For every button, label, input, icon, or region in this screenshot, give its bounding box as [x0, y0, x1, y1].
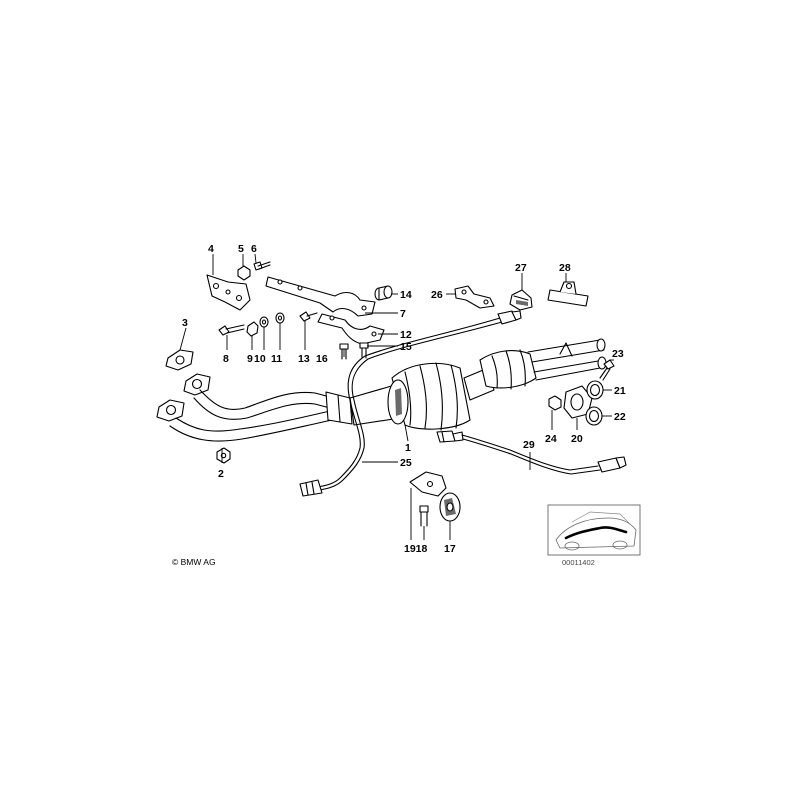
part-12-clamp[interactable] — [317, 313, 385, 345]
callout-28: 28 — [559, 262, 571, 274]
exhaust-location-highlight — [564, 526, 628, 540]
callout-6: 6 — [251, 243, 257, 255]
part-1-catalytic-converter[interactable] — [349, 338, 607, 431]
part-13-bolt[interactable] — [299, 311, 318, 322]
callout-9: 9 — [247, 353, 253, 365]
part-15-screw[interactable] — [359, 342, 369, 359]
part-14-sleeve[interactable] — [374, 285, 393, 301]
callout-29: 29 — [523, 439, 535, 451]
callout-23: 23 — [612, 348, 624, 360]
part-7-bracket-strap[interactable] — [265, 276, 376, 317]
part-4-bracket[interactable] — [206, 274, 251, 311]
part-18-holder[interactable] — [409, 471, 447, 497]
part-10-washer[interactable] — [259, 316, 269, 328]
vehicle-location-thumbnail — [547, 504, 641, 556]
callout-numbers: 4 5 6 3 2 8 9 10 11 13 16 14 7 12 15 1 2… — [182, 243, 626, 555]
part-23-bolt[interactable] — [599, 359, 615, 381]
callout-1918: 1918 — [404, 543, 428, 555]
copyright-label: © BMW AG — [172, 557, 216, 567]
part-8-bolt[interactable] — [218, 324, 245, 336]
part-16-screw[interactable] — [339, 343, 349, 360]
callout-1: 1 — [405, 442, 411, 454]
callout-22: 22 — [614, 411, 626, 423]
callout-11: 11 — [271, 353, 282, 365]
callout-2: 2 — [218, 468, 224, 480]
callout-16: 16 — [316, 353, 328, 365]
part-22-ring[interactable] — [585, 406, 603, 426]
part-29-oxygen-sensor-rear[interactable] — [436, 430, 627, 475]
part-27-rubber-mount[interactable] — [509, 289, 533, 311]
callout-20: 20 — [571, 433, 583, 445]
part-17-rubber-mount[interactable] — [439, 492, 461, 522]
callout-12: 12 — [400, 329, 412, 341]
part-5-washer[interactable] — [237, 265, 251, 281]
leader-lines — [179, 253, 614, 540]
callout-13: 13 — [298, 353, 310, 365]
part-24-nut[interactable] — [548, 395, 562, 411]
callout-26: 26 — [431, 289, 443, 301]
part-28-hanger[interactable] — [547, 281, 589, 307]
part-front-pipe[interactable] — [156, 373, 353, 442]
part-25-oxygen-sensor-front[interactable] — [299, 310, 522, 497]
diagram-id-label: 00011402 — [562, 558, 595, 567]
callout-15: 15 — [400, 341, 412, 353]
part-6-bolt[interactable] — [253, 261, 271, 271]
callout-25: 25 — [400, 457, 412, 469]
callout-4: 4 — [208, 243, 214, 255]
callout-3: 3 — [182, 317, 188, 329]
callout-10: 10 — [254, 353, 266, 365]
callout-5: 5 — [238, 243, 244, 255]
part-11-washer[interactable] — [275, 312, 285, 324]
part-26-bracket[interactable] — [454, 285, 495, 309]
part-19-bolt[interactable] — [419, 505, 429, 527]
callout-7: 7 — [400, 308, 406, 320]
part-2-nut[interactable] — [216, 447, 231, 464]
callout-27: 27 — [515, 262, 527, 274]
callout-21: 21 — [614, 385, 626, 397]
callout-8: 8 — [223, 353, 229, 365]
callout-14: 14 — [400, 289, 412, 301]
part-21-ring[interactable] — [586, 380, 604, 400]
callout-17: 17 — [444, 543, 456, 555]
part-3-gasket[interactable] — [165, 349, 194, 371]
part-9-nut[interactable] — [246, 321, 259, 337]
callout-24: 24 — [545, 433, 557, 445]
